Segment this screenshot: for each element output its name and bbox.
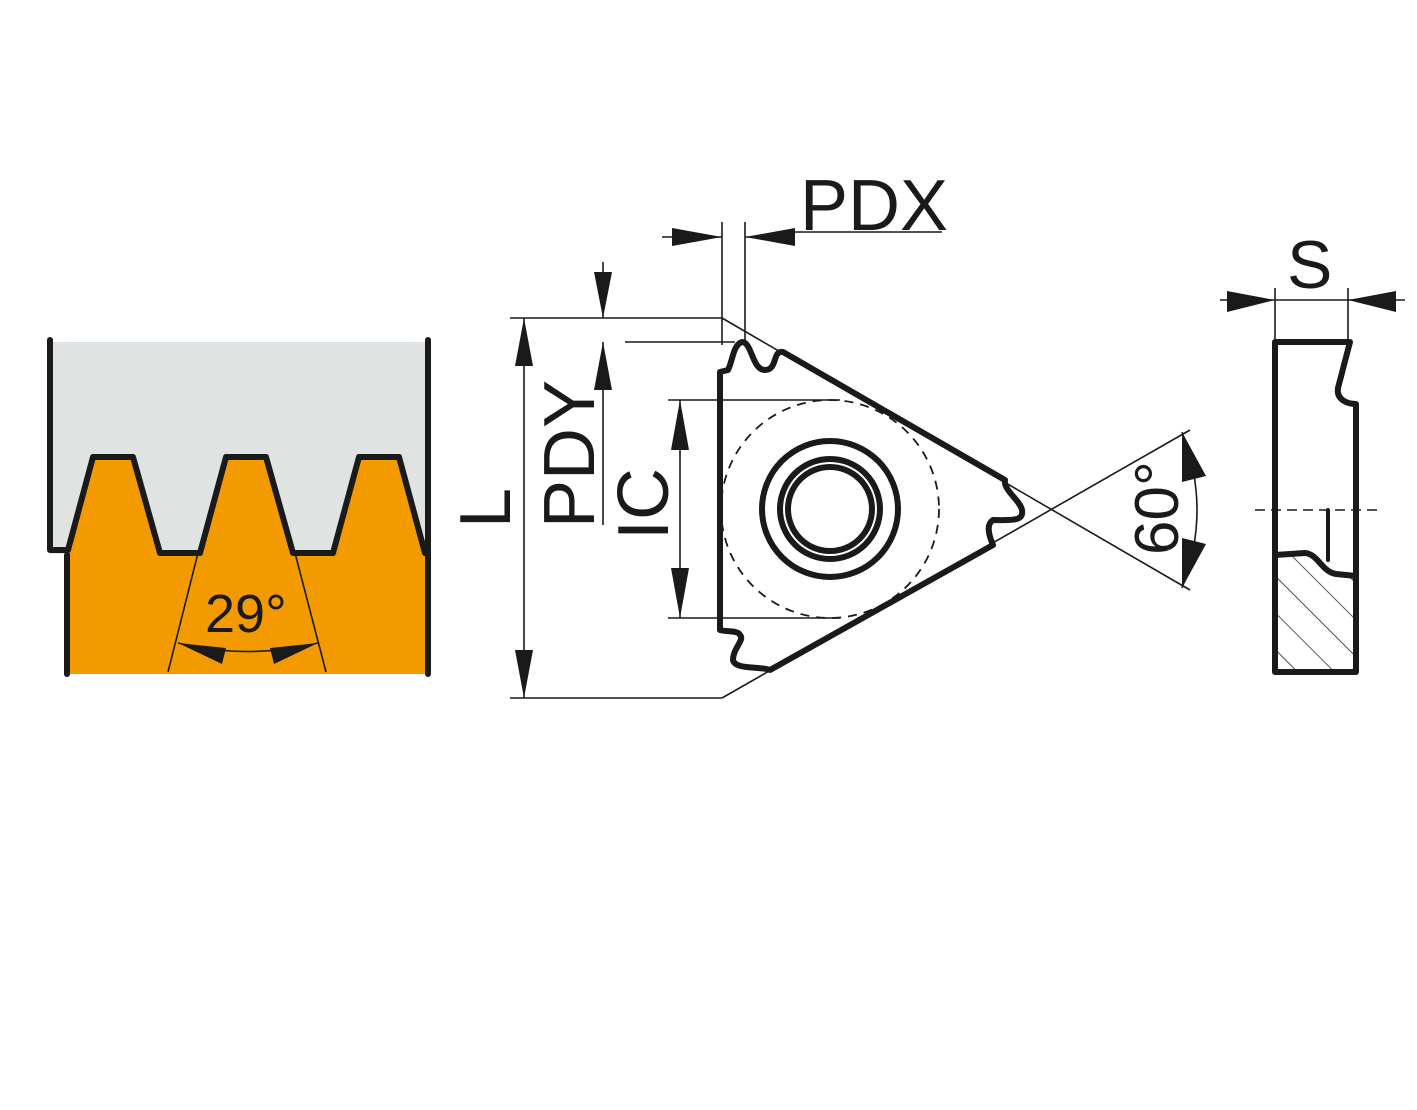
thickness-label: S — [1287, 227, 1332, 303]
thread-profile-view: 29° — [47, 337, 431, 677]
thread-angle-label: 29° — [205, 584, 287, 644]
pdy-label: PDY — [530, 380, 610, 528]
ic-label: IC — [604, 468, 684, 540]
thread-insert-profile — [67, 457, 428, 674]
insert-top-view: L PDY IC PDX 60° — [446, 166, 1206, 699]
side-body — [1272, 339, 1359, 675]
pdx-label: PDX — [800, 166, 948, 246]
insert-side-view: S — [1220, 227, 1405, 675]
mounting-hole — [785, 464, 875, 554]
insert-body — [717, 339, 1026, 673]
section-hatch — [1278, 555, 1353, 669]
included-angle-label: 60° — [1123, 461, 1192, 555]
length-label: L — [446, 488, 526, 528]
